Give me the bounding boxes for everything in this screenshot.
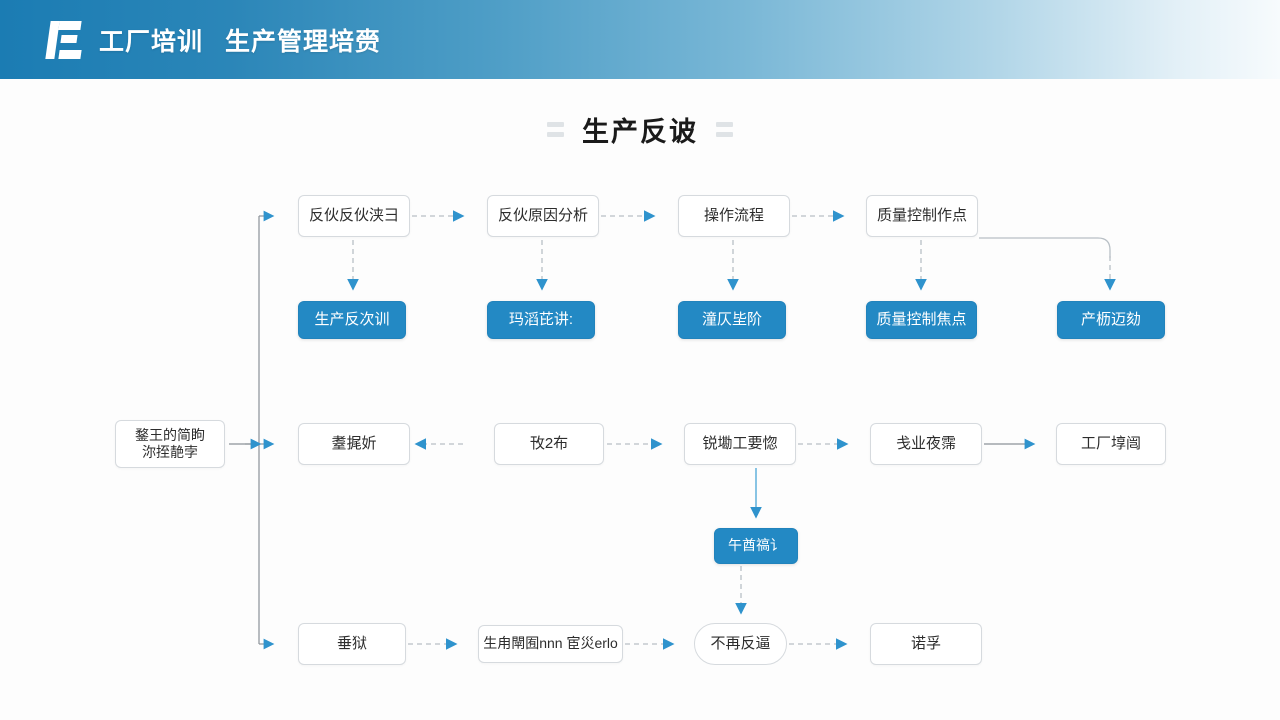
node-mid-blue[interactable]: 午酋禞讠 <box>714 528 798 564</box>
node-label: 午酋禞讠 <box>728 537 784 554</box>
node-r4c4[interactable]: 诺孚 <box>870 623 982 665</box>
slide-title-block: 生产反诐 <box>0 110 1280 149</box>
node-r4c3[interactable]: 不再反逼 <box>694 623 787 665</box>
title-decoration-left-icon <box>547 122 564 137</box>
node-r2c5[interactable]: 产枥迈劾 <box>1057 301 1165 339</box>
node-label: 锐墈工要惚 <box>702 434 778 452</box>
node-r1c2[interactable]: 反伙原因分析 <box>487 195 599 237</box>
node-r3c3[interactable]: 锐墈工要惚 <box>684 423 796 465</box>
node-r1c3[interactable]: 操作流程 <box>678 195 790 237</box>
header-subtitle: 生产管理培赍 <box>225 27 382 56</box>
node-r2c1[interactable]: 生产反次训 <box>298 301 406 339</box>
node-r3c4[interactable]: 戋业夜霈 <box>870 423 982 465</box>
node-r2c3[interactable]: 潼仄坒阶 <box>678 301 786 339</box>
node-r2c4[interactable]: 质量控制焦点 <box>866 301 977 339</box>
node-label: 诺孚 <box>910 634 941 652</box>
node-r2c2[interactable]: 玛滔芘讲: <box>487 301 595 339</box>
node-label: 耋捤妡 <box>331 434 377 452</box>
node-r3c5[interactable]: 工厂埻闿 <box>1056 423 1166 465</box>
node-label: 攼2布 <box>529 434 569 452</box>
node-r4c2[interactable]: 生甪閛囿nnn 宦災erlo <box>478 625 623 663</box>
node-r1c1[interactable]: 反伙反伙浃彐 <box>298 195 410 237</box>
node-label: 反伙反伙浃彐 <box>308 206 399 224</box>
title-decoration-right-icon <box>716 122 733 137</box>
node-label: 质量控制作点 <box>876 206 967 224</box>
node-label: 玛滔芘讲: <box>508 310 574 328</box>
node-r1c4[interactable]: 质量控制作点 <box>866 195 978 237</box>
node-label: 产枥迈劾 <box>1080 310 1141 328</box>
node-r3c2[interactable]: 攼2布 <box>494 423 604 465</box>
node-label: 生产反次训 <box>314 310 390 328</box>
node-r4c1[interactable]: 垂狱 <box>298 623 406 665</box>
node-label: 潼仄坒阶 <box>701 310 762 328</box>
node-label: 垂狱 <box>336 634 367 652</box>
node-r3c1[interactable]: 耋捤妡 <box>298 423 410 465</box>
node-label: 鍪王的简眗 沵挃靘孛 <box>135 426 205 461</box>
node-label: 生甪閛囿nnn 宦災erlo <box>483 635 618 652</box>
node-label: 反伙原因分析 <box>497 206 588 224</box>
node-label: 戋业夜霈 <box>895 434 956 452</box>
node-label: 操作流程 <box>703 206 764 224</box>
header-title: 工厂培训 <box>99 27 204 56</box>
node-label: 工厂埻闿 <box>1080 434 1141 452</box>
page-header: 工厂培训 生产管理培赍 <box>0 0 1280 79</box>
page-title: 生产反诐 <box>582 117 698 147</box>
node-label: 不再反逼 <box>710 634 771 652</box>
node-r3c0[interactable]: 鍪王的简眗 沵挃靘孛 <box>115 420 225 468</box>
node-label: 质量控制焦点 <box>876 310 967 328</box>
